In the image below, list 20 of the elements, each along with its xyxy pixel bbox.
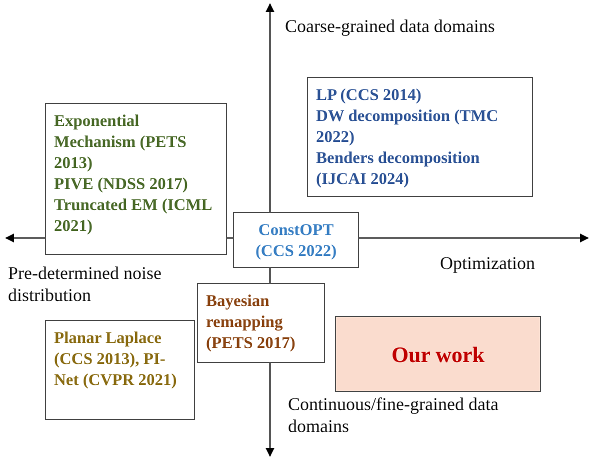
method-box (197, 283, 325, 363)
axis-label: Optimization (440, 252, 535, 274)
axis-label: Coarse-grained data domains (285, 15, 495, 37)
reference-text: Exponential Mechanism (PETS 2013) (54, 110, 188, 173)
reference-text: DW decomposition (TMC 2022) (316, 105, 500, 147)
method-box (307, 77, 533, 197)
reference-text: Our work (390, 344, 486, 364)
reference-text: ConstOPT (CCS 2022) (254, 219, 338, 261)
reference-text: Truncated EM (ICML 2021) (54, 194, 212, 236)
highlight-box (335, 316, 541, 392)
reference-text: Planar Laplace (CCS 2013), PI-Net (CVPR 2021) (54, 327, 178, 390)
axis-label: Continuous/fine-grained data domains (288, 393, 500, 437)
method-box (45, 103, 227, 255)
axis-label: Pre-determined noise distribution (8, 262, 162, 306)
reference-text: PIVE (NDSS 2017) (54, 173, 189, 194)
method-box (233, 212, 359, 268)
reference-text: Bayesian remapping (PETS 2017) (206, 290, 296, 353)
method-box (45, 320, 195, 420)
reference-text: Benders decomposition (IJCAI 2024) (316, 147, 481, 189)
reference-text: LP (CCS 2014) (316, 84, 422, 105)
